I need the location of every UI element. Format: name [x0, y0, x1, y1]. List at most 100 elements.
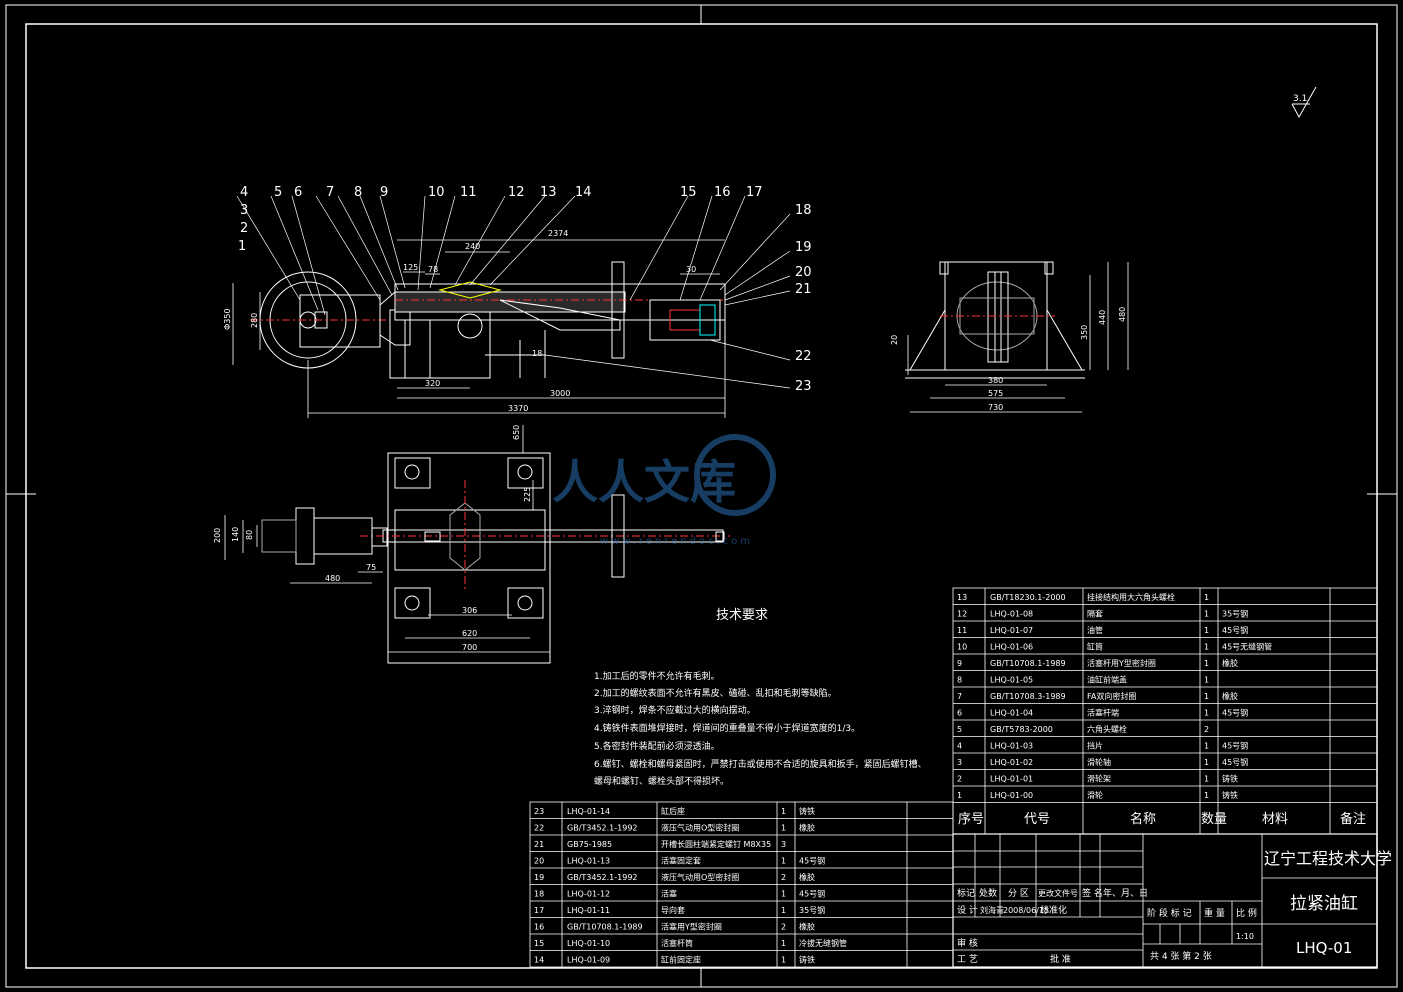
callout-3: 3 — [240, 203, 248, 218]
top-dim-75: 75 — [366, 563, 376, 572]
bom-lower-cell: 活塞杆筒 — [661, 938, 693, 948]
bom-upper-cell: 1 — [1204, 742, 1209, 751]
bom-upper-cell: 1 — [1204, 676, 1209, 685]
bom-lower-grid — [529, 801, 954, 968]
bom-upper-cell: 3 — [957, 758, 962, 767]
bom-lower-cell: 1 — [781, 906, 786, 915]
sheet-count: 共 4 张 第 2 张 — [1150, 950, 1212, 962]
bom-upper-cell: 橡胶 — [1222, 658, 1238, 668]
dim-3000: 3000 — [550, 389, 570, 398]
top-dimensions — [224, 425, 550, 653]
top-dim-480: 480 — [325, 574, 340, 583]
note-7: 螺母和螺钉、螺栓头部不得损坏。 — [594, 775, 729, 787]
bom-upper-cell: 铸铁 — [1222, 774, 1238, 784]
bom-header-no: 序号 — [958, 812, 984, 827]
bom-lower-cell: 1 — [781, 824, 786, 833]
bom-lower-cell: 缸后座 — [661, 806, 685, 816]
bom-lower-cell: 45号钢 — [799, 889, 825, 899]
stage-header-weight: 重 量 — [1204, 907, 1225, 919]
bom-lower-cell: 19 — [534, 873, 544, 882]
bom-upper-cell: 45号无缝钢管 — [1222, 642, 1272, 652]
bom-header-name: 名称 — [1130, 811, 1156, 827]
callout-12: 12 — [508, 185, 525, 200]
bom-upper-cell: 隔套 — [1087, 609, 1103, 619]
note-1: 1.加工后的零件不允许有毛刺。 — [594, 670, 720, 682]
bom-lower-cell: 活塞用Y型密封圈 — [661, 922, 722, 932]
bom-lower-cell: 铸铁 — [799, 806, 815, 816]
process-label: 工 艺 — [957, 954, 978, 965]
bom-lower-cell: 16 — [534, 923, 544, 932]
front-view: Φ350 280 240 2374 125 78 30 18 320 3000 … — [223, 229, 726, 418]
dim-240: 240 — [465, 242, 480, 251]
design-date: 2008/06/15 — [1003, 906, 1049, 915]
dim-78: 78 — [428, 265, 438, 274]
bom-lower-cell: 1 — [781, 939, 786, 948]
dim-125: 125 — [403, 263, 418, 272]
bom-lower-cell: 开槽长圆柱端紧定螺钉 M8X35 — [661, 839, 771, 849]
dim-18: 18 — [532, 349, 542, 358]
stage-header-scale: 比 例 — [1236, 907, 1257, 919]
bom-lower-cell: 冷拔无缝钢管 — [799, 938, 847, 948]
bom-upper-grid — [952, 587, 1378, 835]
bom-lower-cell: 2 — [781, 923, 786, 932]
bom-upper-cell: 12 — [957, 610, 967, 619]
note-2: 2.加工的螺纹表面不允许有黑皮、磕碰、乱扣和毛刺等缺陷。 — [594, 687, 837, 699]
bom-lower-cell: GB75-1985 — [567, 840, 612, 849]
bom-upper-cell: 滑轮轴 — [1087, 757, 1111, 767]
bom-lower-cell: GB/T10708.1-1989 — [567, 923, 643, 932]
top-dim-80: 80 — [245, 530, 254, 540]
designer: 刘海青 — [980, 905, 1004, 915]
title-block-grid — [952, 833, 1378, 968]
bom-lower-cell: LHQ-01-14 — [567, 807, 610, 816]
rev-header-doc: 更改文件号 — [1038, 888, 1078, 898]
callout-4: 4 — [240, 185, 248, 200]
bom-lower-cell: LHQ-01-10 — [567, 939, 610, 948]
bom-upper-cell: 11 — [957, 626, 967, 635]
bom-lower-cell: 1 — [781, 857, 786, 866]
top-dim-225: 225 — [523, 487, 532, 502]
bom-upper-cell: 1 — [957, 791, 962, 800]
bom-lower-cell: 22 — [534, 824, 544, 833]
side-dim-20: 20 — [890, 335, 899, 345]
bom-upper-cell: LHQ-01-05 — [990, 676, 1033, 685]
note-5: 5.各密封件装配前必须浸透油。 — [594, 740, 720, 752]
bom-upper-cell: FA双向密封圈 — [1087, 691, 1136, 701]
callout-9: 9 — [380, 185, 388, 200]
roughness-symbol: 3.1 — [1291, 86, 1317, 119]
bom-header-material: 材料 — [1262, 812, 1288, 827]
bom-upper-cell: LHQ-01-06 — [990, 643, 1033, 652]
watermark: 人人文库 www.renrendoc.com — [552, 434, 776, 547]
bom-upper-cell: 活塞杆用Y型密封圈 — [1087, 658, 1156, 668]
callout-20: 20 — [795, 265, 812, 280]
bom-upper-cell: 1 — [1204, 775, 1209, 784]
bom-lower-cell: LHQ-01-11 — [567, 906, 610, 915]
bom-lower-cell: 缸前固定座 — [661, 955, 701, 965]
front-dimensions — [232, 239, 726, 418]
bom-upper-cell: GB/T18230.1-2000 — [990, 593, 1066, 602]
note-3: 3.淬钢时，焊条不应截过大的横向摆动。 — [594, 704, 756, 716]
bom-lower-cell: 导向套 — [661, 905, 685, 915]
bom-lower-cell: LHQ-01-12 — [567, 890, 610, 899]
bom-lower-cell: 45号钢 — [799, 856, 825, 866]
bom-upper-cell: GB/T10708.3-1989 — [990, 692, 1066, 701]
bom-upper-cell: GB/T10708.1-1989 — [990, 659, 1066, 668]
bom-upper-cell: 缸筒 — [1087, 642, 1103, 652]
side-dim-730: 730 — [988, 403, 1003, 412]
bom-header-remark: 备注 — [1340, 811, 1366, 827]
rev-header-sign: 签 名 — [1082, 887, 1103, 899]
watermark-text: 人人文库 — [552, 455, 736, 509]
callout-14: 14 — [575, 185, 592, 200]
rev-header-count: 处数 — [979, 887, 997, 899]
bom-upper-cell: 油缸前端盖 — [1087, 675, 1127, 685]
bom-lower-cell: 15 — [534, 939, 544, 948]
design-label: 设 计 — [957, 904, 978, 916]
bom-upper-cell: 橡胶 — [1222, 691, 1238, 701]
side-dim-350: 350 — [1080, 325, 1089, 340]
bom-lower-cell: 铸铁 — [799, 955, 815, 965]
callout-1: 1 — [238, 239, 246, 254]
side-dimensions — [907, 262, 1129, 413]
bom-upper-cell: 9 — [957, 659, 962, 668]
bom-lower-cell: 23 — [534, 807, 544, 816]
side-dim-480: 480 — [1118, 307, 1127, 322]
drawing-code: LHQ-01 — [1296, 939, 1352, 957]
